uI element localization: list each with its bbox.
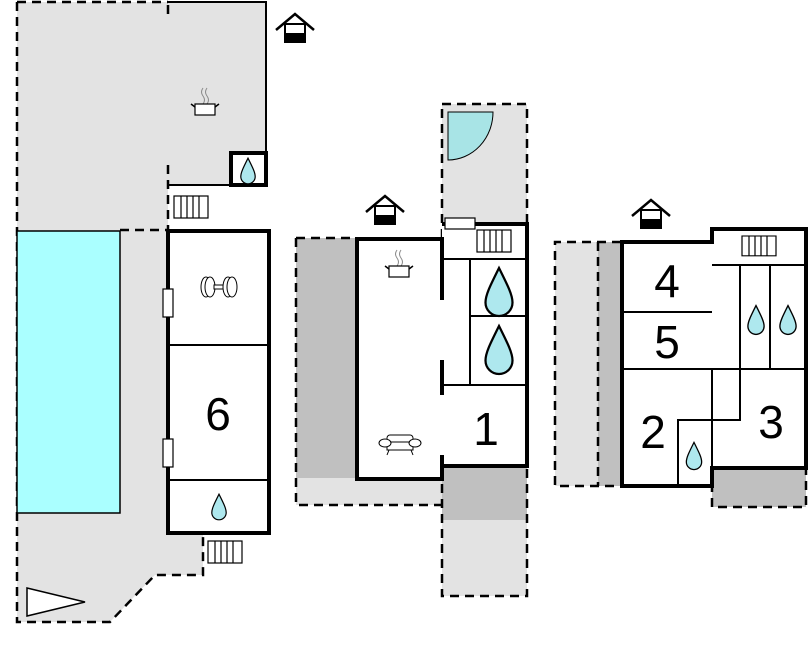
window [162, 438, 174, 468]
window [162, 288, 174, 318]
room-3-label: 3 [758, 396, 784, 448]
entrance-icon [630, 198, 672, 230]
stairs-icon [741, 235, 777, 257]
north-arrow-icon [26, 587, 86, 617]
stairs-icon [476, 229, 512, 253]
sofa-icon [378, 434, 422, 456]
stairs-icon [207, 540, 243, 564]
door-icon [447, 111, 494, 161]
room-1-label: 1 [473, 403, 499, 455]
entrance-icon [274, 12, 316, 44]
room-5-label: 5 [654, 316, 680, 368]
fitness-icon [200, 276, 238, 298]
middle-building-group: 1 [294, 102, 529, 598]
right-building-group: 4 5 2 3 [553, 198, 808, 509]
pool [16, 230, 121, 514]
left-building-group: 6 [15, 0, 316, 624]
room-2-label: 2 [640, 406, 666, 458]
entrance-icon [364, 194, 406, 226]
stairs-icon [173, 195, 209, 219]
room-6-label: 6 [205, 388, 231, 440]
room-4-label: 4 [654, 255, 680, 307]
